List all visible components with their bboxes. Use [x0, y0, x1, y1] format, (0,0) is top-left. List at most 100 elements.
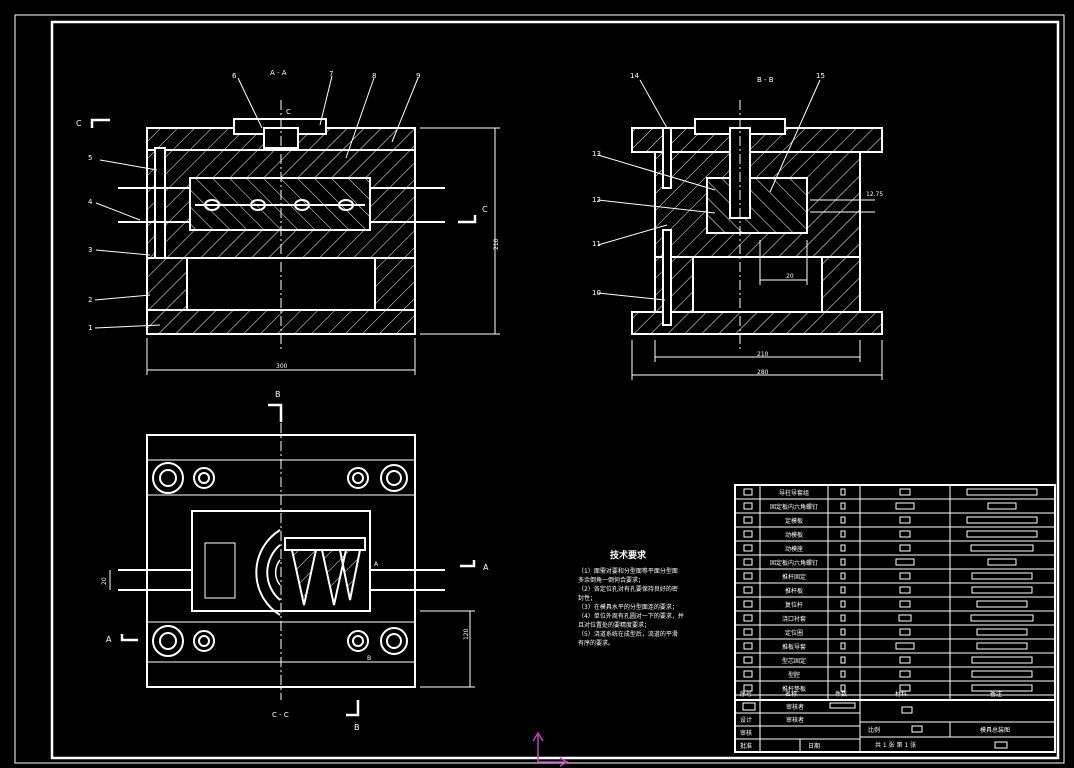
bom-qty-box	[840, 670, 846, 678]
notes-line: 封性；	[578, 594, 596, 602]
bom-remark-box	[971, 586, 1033, 594]
notes-line: （2）各定位孔对有孔要保持良好的密	[578, 585, 678, 593]
bom-row-name: 推杆垫板	[782, 685, 806, 693]
bom-material-box	[898, 614, 912, 622]
tb-role-a: 审核者	[786, 703, 804, 711]
bom-row-name: 动模板	[785, 531, 803, 539]
view-section-aa	[94, 75, 500, 375]
bom-material-box	[899, 530, 911, 538]
notes-line: 且对位置处的要精度要求；	[578, 621, 650, 629]
ucs-icon	[532, 731, 569, 767]
mark-b-top: B	[275, 390, 281, 399]
dim-cc-offset: 20	[101, 577, 108, 585]
bom-qty-box	[840, 558, 846, 566]
bom-material-box	[895, 642, 915, 650]
bom-rows: 导柱导套组固定板内六角螺钉定模板动模板动模座固定板内六角螺钉推杆固定推杆板复位杆…	[735, 488, 1055, 696]
part-no-14: 14	[630, 72, 639, 80]
bom-qty-box	[840, 488, 846, 496]
section-aa-label: A - A	[270, 69, 287, 77]
bom-material-box	[895, 558, 915, 566]
mark-c-left: C	[76, 119, 82, 128]
section-bb-label: B - B	[757, 76, 774, 84]
bom-remark-box	[976, 600, 1028, 608]
part-no-11: 11	[592, 240, 601, 248]
view-section-cc	[109, 405, 475, 700]
bom-remark-box	[987, 558, 1017, 566]
dim-bb-outer: 280	[757, 369, 769, 376]
dim-bb-side: 12.75	[866, 191, 883, 198]
bom-row-name: 型腔	[788, 671, 800, 679]
bom-remark-box	[976, 628, 1028, 636]
bom-seq-box	[743, 600, 753, 608]
bom-seq-box	[743, 670, 753, 678]
bom-material-box	[899, 488, 911, 496]
tb-approve-label: 批准	[740, 742, 752, 750]
tb-check-label: 审核	[740, 729, 752, 737]
bom-remark-box	[966, 530, 1038, 538]
notes-line: （4）单位外周有孔圆对一下的要求，并	[578, 612, 684, 620]
dim-aa-height: 210	[493, 238, 500, 250]
part-no-12: 12	[592, 196, 601, 204]
mark-a-left: A	[106, 635, 112, 644]
bom-material-box	[895, 502, 915, 510]
bom-qty-box	[840, 656, 846, 664]
part-no-7: 7	[329, 70, 333, 78]
mark-b-mid: B	[367, 655, 371, 662]
mark-a-mid: A	[374, 561, 379, 568]
notes-line: 有序的要求。	[578, 639, 614, 647]
outer-frame	[14, 14, 1065, 764]
bom-seq-box	[743, 656, 753, 664]
bom-seq-box	[743, 614, 753, 622]
bom-material-box	[899, 670, 911, 678]
part-no-6: 6	[232, 72, 237, 80]
tb-date-label: 日期	[808, 742, 820, 750]
part-no-1: 1	[88, 324, 92, 332]
bom-material-box	[899, 628, 911, 636]
notes-line: （1）面需对要和分型面等平面分型面	[578, 567, 678, 575]
bom-seq-box	[743, 516, 753, 524]
bom-seq-box	[743, 572, 753, 580]
mark-c-right: C	[482, 205, 488, 214]
bom-remark-box	[970, 544, 1034, 552]
bom-header-seq: 序号	[740, 690, 752, 698]
bom-qty-box	[840, 684, 846, 692]
bom-seq-box	[743, 642, 753, 650]
bom-seq-box	[743, 544, 753, 552]
bom-remark-box	[987, 502, 1017, 510]
tb-drawing-name: 模具总装图	[980, 726, 1010, 734]
part-no-5: 5	[88, 154, 92, 162]
bom-row-name: 推杆板	[785, 587, 803, 595]
bom-remark-box	[976, 642, 1028, 650]
part-no-8: 8	[372, 72, 376, 80]
bom-remark-box	[971, 572, 1033, 580]
mark-c-top: C	[286, 108, 291, 116]
bom-qty-box	[840, 586, 846, 594]
bom-remark-box	[966, 516, 1038, 524]
bom-qty-box	[840, 628, 846, 636]
bom-qty-box	[840, 544, 846, 552]
bom-row-name: 导柱导套组	[779, 489, 809, 497]
bom-remark-box	[966, 488, 1038, 496]
bom-row-name: 浇口衬套	[782, 615, 806, 623]
tb-design-label: 设计	[740, 716, 752, 724]
bom-seq-box	[743, 488, 753, 496]
bom-material-box	[899, 572, 911, 580]
bom-row-name: 定位圈	[785, 629, 803, 637]
title-block	[734, 699, 1056, 753]
bom-seq-box	[743, 628, 753, 636]
bom-header-material: 材料	[895, 690, 907, 698]
bom-row-name: 固定板内六角螺钉	[770, 559, 818, 567]
bom-material-box	[899, 600, 911, 608]
notes-title: 技术要求	[610, 549, 647, 561]
bom-material-box	[899, 516, 911, 524]
tb-role-b: 审核者	[786, 716, 804, 724]
bom-material-box	[899, 586, 911, 594]
bom-qty-box	[840, 530, 846, 538]
bom-seq-box	[743, 684, 753, 692]
bom-row-name: 定模板	[785, 517, 803, 525]
tb-sheet-info: 共 1 张 第 1 张	[875, 741, 916, 749]
bom-material-box	[899, 656, 911, 664]
notes-line: 多余倒角一倒何合要求；	[578, 576, 644, 584]
bom-qty-box	[840, 614, 846, 622]
bom-seq-box	[743, 586, 753, 594]
